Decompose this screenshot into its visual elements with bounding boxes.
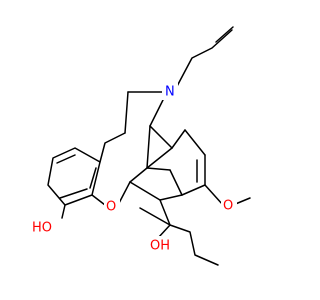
c14-to-c13-bond	[146, 147, 173, 169]
c13-to-c15-bond	[171, 129, 186, 149]
c8-to-c14-bond	[146, 167, 171, 171]
c7-to-c8-bond	[169, 169, 183, 196]
propyl-chain-bond	[169, 224, 219, 266]
phenol-hydroxyl-label: HO	[32, 221, 52, 236]
allyl-bond	[174, 29, 233, 91]
aromatic-ring-bond	[47, 147, 101, 206]
c7-to-c5-bond	[159, 194, 183, 201]
c10-chain-bond	[99, 132, 126, 163]
n-bridge-vertical-bond	[124, 91, 129, 134]
allyl-double-bond	[215, 26, 234, 43]
phenol-oh-bond	[61, 204, 66, 219]
ether-bond-left	[91, 194, 106, 206]
c6-to-c7-bond	[181, 184, 206, 196]
nitrogen-label: N	[165, 85, 175, 100]
c5-to-c13-bond	[129, 181, 161, 201]
aromatic-inner-bond-2	[59, 188, 88, 199]
aromatic-inner-bond-3	[89, 167, 97, 189]
c13-to-c5-bond	[129, 167, 148, 183]
atom-labels: N O O HO OH	[30, 82, 237, 254]
c9-to-c14-bond	[146, 125, 151, 169]
tertiary-hydroxyl-label: OH	[150, 239, 170, 254]
carbinol-methyl-bond	[139, 207, 171, 226]
c5-to-carbinol-bond	[159, 199, 171, 226]
c15-to-c16-bond	[184, 129, 206, 156]
bonds	[47, 26, 251, 266]
carbinol-to-oh-bond	[157, 224, 171, 239]
methoxy-oxygen-label: O	[223, 199, 233, 214]
molecule-structure: N O O HO OH	[30, 26, 251, 266]
ring-oxygen-label: O	[106, 200, 116, 215]
c9-to-c13-bond	[149, 125, 173, 149]
aromatic-inner-bond-1	[56, 154, 76, 164]
n-to-c9-bond	[149, 99, 164, 127]
c6-to-methoxy-bond	[204, 184, 224, 206]
